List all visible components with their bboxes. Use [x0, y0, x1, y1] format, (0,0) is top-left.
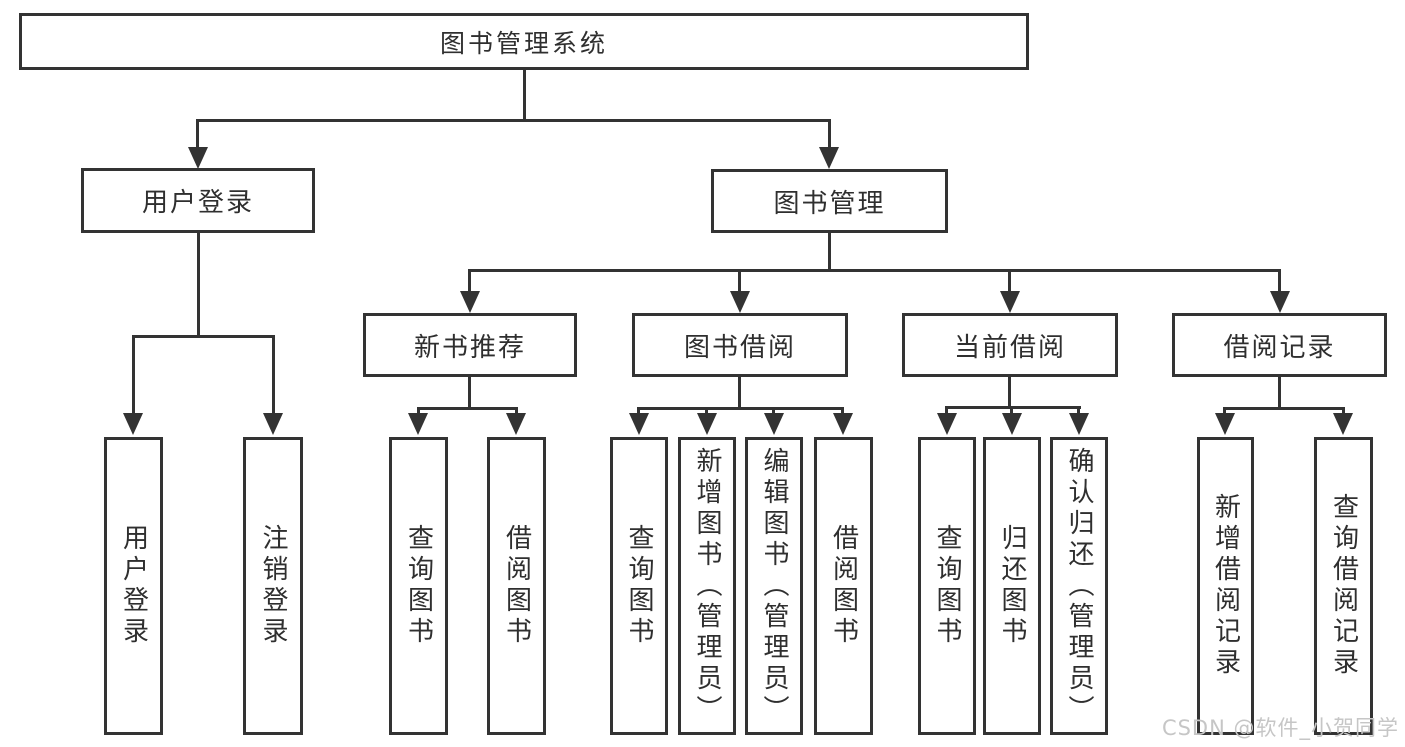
arrowhead-query-books-3	[937, 413, 957, 435]
connector-drop-query-books-3	[945, 406, 948, 415]
connector-drop-new-books	[468, 269, 471, 293]
leaf-borrow-books-recommend-label: 借阅图书	[501, 524, 532, 648]
leaf-return-book-label: 归还图书	[997, 524, 1027, 648]
connector-root-stem	[523, 70, 526, 121]
connector-user-login-bus	[132, 335, 275, 338]
arrowhead-query-record	[1333, 413, 1353, 435]
node-root: 图书管理系统	[19, 13, 1029, 70]
leaf-logout: 注销登录	[243, 437, 303, 735]
connector-drop-book-borrow	[738, 269, 741, 293]
arrowhead-borrow-books-1	[506, 413, 526, 435]
leaf-confirm-return-admin-label: 确认归还（管理员）	[1064, 446, 1094, 726]
connector-drop-borrow-books-2	[841, 407, 844, 415]
node-user-login-label: 用户登录	[141, 188, 254, 218]
node-book-management-label: 图书管理	[773, 188, 886, 219]
leaf-query-borrow-record: 查询借阅记录	[1314, 437, 1373, 735]
node-new-book-recommendation: 新书推荐	[363, 313, 577, 377]
connector-drop-current-borrow	[1008, 269, 1011, 293]
node-new-book-recommendation-label: 新书推荐	[413, 332, 526, 363]
arrowhead-new-books	[460, 291, 480, 313]
connector-drop-query-books-1	[417, 407, 420, 415]
connector-drop-query-record	[1342, 407, 1345, 415]
arrowhead-edit-book	[764, 413, 784, 435]
node-current-borrowing-label: 当前借阅	[953, 332, 1066, 363]
leaf-add-borrow-record: 新增借阅记录	[1197, 437, 1254, 735]
leaf-query-books-borrow-label: 查询图书	[624, 524, 654, 648]
arrowhead-borrow-records	[1270, 291, 1290, 313]
connector-drop-leaf-logout	[272, 335, 275, 414]
connector-drop-confirm-return	[1077, 406, 1080, 415]
leaf-return-book: 归还图书	[983, 437, 1041, 735]
arrowhead-borrow-books-2	[833, 413, 853, 435]
connector-level3-bus	[469, 269, 1281, 272]
connector-drop-leaf-user-login	[132, 335, 135, 414]
leaf-add-borrow-record-label: 新增借阅记录	[1210, 493, 1241, 679]
leaf-edit-book-admin: 编辑图书（管理员）	[745, 437, 803, 735]
arrowhead-leaf-user-login	[123, 413, 143, 435]
arrowhead-book-borrow	[730, 291, 750, 313]
connector-drop-query-books-2	[637, 407, 640, 415]
connector-borrow-records-stem	[1278, 377, 1281, 409]
leaf-query-books-current-label: 查询图书	[932, 524, 962, 648]
connector-drop-user-login	[196, 119, 199, 149]
connector-drop-return-book	[1010, 406, 1013, 415]
leaf-edit-book-admin-label: 编辑图书（管理员）	[759, 446, 789, 726]
leaf-confirm-return-admin: 确认归还（管理员）	[1050, 437, 1108, 735]
connector-user-login-stem	[197, 233, 200, 337]
connector-drop-book-management	[828, 119, 831, 149]
arrowhead-return-book	[1002, 413, 1022, 435]
arrowhead-query-books-2	[629, 413, 649, 435]
node-user-login: 用户登录	[81, 168, 315, 233]
leaf-add-book-admin-label: 新增图书（管理员）	[692, 446, 722, 726]
connector-book-borrow-stem	[738, 377, 741, 409]
connector-drop-add-record	[1223, 407, 1226, 415]
arrowhead-confirm-return	[1069, 413, 1089, 435]
arrowhead-current-borrow	[1000, 291, 1020, 313]
leaf-borrow-books-2-label: 借阅图书	[828, 524, 859, 648]
connector-drop-add-book	[705, 407, 708, 415]
node-book-borrowing: 图书借阅	[632, 313, 848, 377]
node-current-borrowing: 当前借阅	[902, 313, 1118, 377]
node-root-label: 图书管理系统	[439, 28, 608, 58]
connector-new-books-bus	[417, 407, 518, 410]
connector-book-management-stem	[828, 233, 831, 271]
leaf-borrow-books-recommend: 借阅图书	[487, 437, 546, 735]
leaf-logout-label: 注销登录	[258, 524, 288, 648]
node-book-borrowing-label: 图书借阅	[683, 332, 796, 363]
node-book-management: 图书管理	[711, 169, 948, 233]
arrowhead-leaf-logout	[263, 413, 283, 435]
arrowhead-book-management	[819, 147, 839, 169]
leaf-query-books-recommend: 查询图书	[389, 437, 448, 735]
watermark: CSDN @软件_小贺同学	[1161, 716, 1399, 740]
arrowhead-user-login	[188, 147, 208, 169]
connector-drop-edit-book	[772, 407, 775, 415]
arrowhead-query-books-1	[408, 413, 428, 435]
leaf-query-books-current: 查询图书	[918, 437, 976, 735]
connector-borrow-records-bus	[1224, 407, 1345, 410]
node-borrowing-records: 借阅记录	[1172, 313, 1387, 377]
connector-drop-borrow-books-1	[515, 407, 518, 415]
leaf-user-login-label: 用户登录	[118, 524, 149, 648]
connector-book-borrow-bus	[638, 407, 844, 410]
leaf-query-books-borrow: 查询图书	[610, 437, 668, 735]
connector-drop-borrow-records	[1278, 269, 1281, 293]
leaf-query-borrow-record-label: 查询借阅记录	[1328, 493, 1359, 679]
leaf-query-books-recommend-label: 查询图书	[403, 524, 434, 648]
connector-level2-bus	[197, 119, 831, 122]
leaf-add-book-admin: 新增图书（管理员）	[678, 437, 736, 735]
leaf-borrow-books-2: 借阅图书	[814, 437, 873, 735]
connector-current-borrow-bus	[946, 406, 1081, 409]
node-borrowing-records-label: 借阅记录	[1223, 332, 1336, 363]
leaf-user-login: 用户登录	[104, 437, 163, 735]
connector-current-borrow-stem	[1008, 377, 1011, 408]
arrowhead-add-record	[1215, 413, 1235, 435]
connector-new-books-stem	[468, 377, 471, 409]
arrowhead-add-book	[697, 413, 717, 435]
